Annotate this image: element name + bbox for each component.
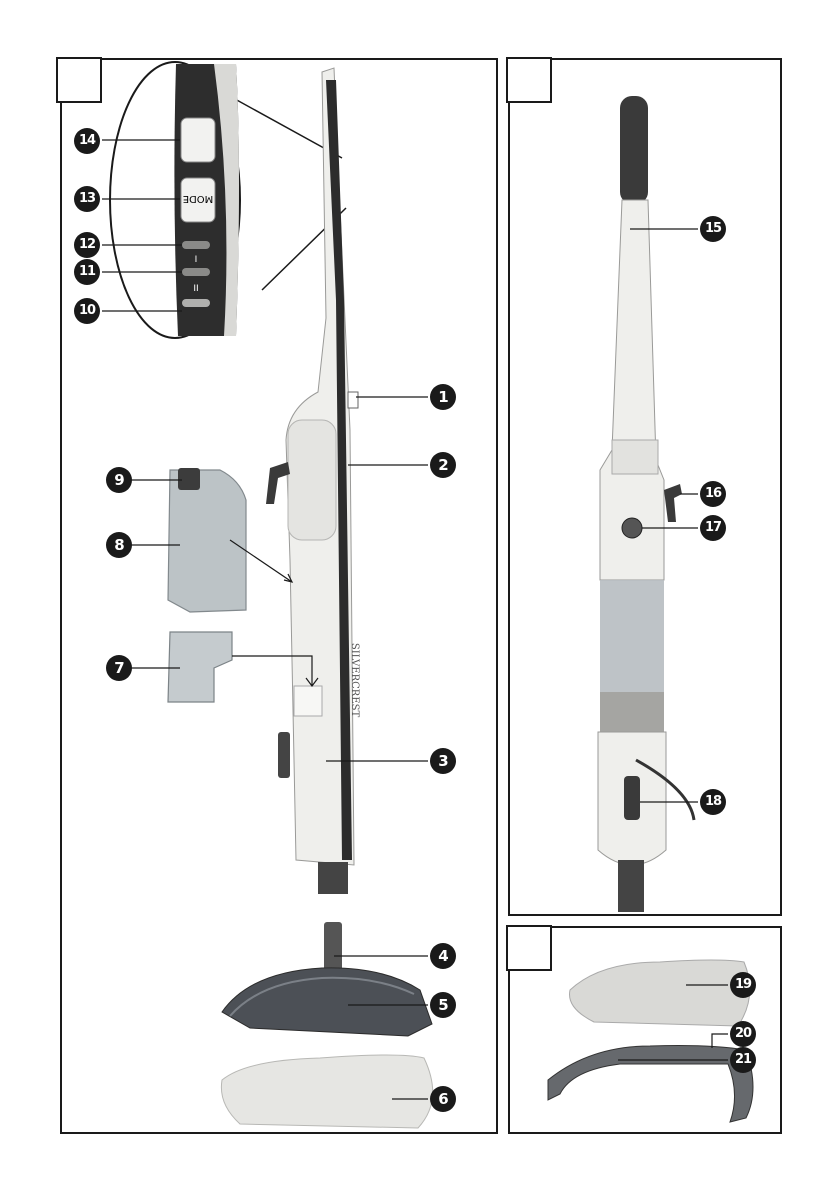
callout-15: 15 (700, 216, 726, 242)
rear-handle (620, 96, 648, 204)
water-tank (168, 470, 246, 612)
mode-label: MODE (183, 193, 214, 204)
filter-cartridge (168, 632, 232, 702)
callout-21: 21 (730, 1047, 756, 1073)
steam-button-zoom (181, 118, 215, 162)
callout-13: 13 (74, 186, 100, 212)
callout-14: 14 (74, 128, 100, 154)
callout-9: 9 (106, 467, 132, 493)
steam-lock-knob (266, 462, 290, 504)
callout-11: 11 (74, 259, 100, 285)
callout-10: 10 (74, 298, 100, 324)
callout-7: 7 (106, 655, 132, 681)
callout-17: 17 (700, 515, 726, 541)
rear-port (622, 518, 642, 538)
callout-8: 8 (106, 532, 132, 558)
rear-tank (600, 580, 664, 692)
callout-1: 1 (430, 384, 456, 410)
rear-steam-lock (664, 484, 682, 522)
callout-16: 16 (700, 481, 726, 507)
callout-2: 2 (430, 452, 456, 478)
callout-19: 19 (730, 972, 756, 998)
callout-4: 4 (430, 943, 456, 969)
level-ii-label: II (193, 284, 198, 294)
carpet-glider (548, 1046, 753, 1123)
callout-20: 20 (730, 1021, 756, 1047)
callout-3: 3 (430, 748, 456, 774)
callout-5: 5 (430, 992, 456, 1018)
cord-hook (624, 776, 640, 820)
callout-6: 6 (430, 1086, 456, 1112)
microfibre-pad (570, 960, 750, 1026)
brand-label: SILVERCREST (349, 643, 360, 718)
tank-cap (178, 468, 200, 490)
level-i-label: I (195, 255, 198, 265)
mop-pad (221, 1055, 432, 1128)
body-connector (318, 862, 348, 894)
callout-12: 12 (74, 232, 100, 258)
callout-18: 18 (700, 789, 726, 815)
